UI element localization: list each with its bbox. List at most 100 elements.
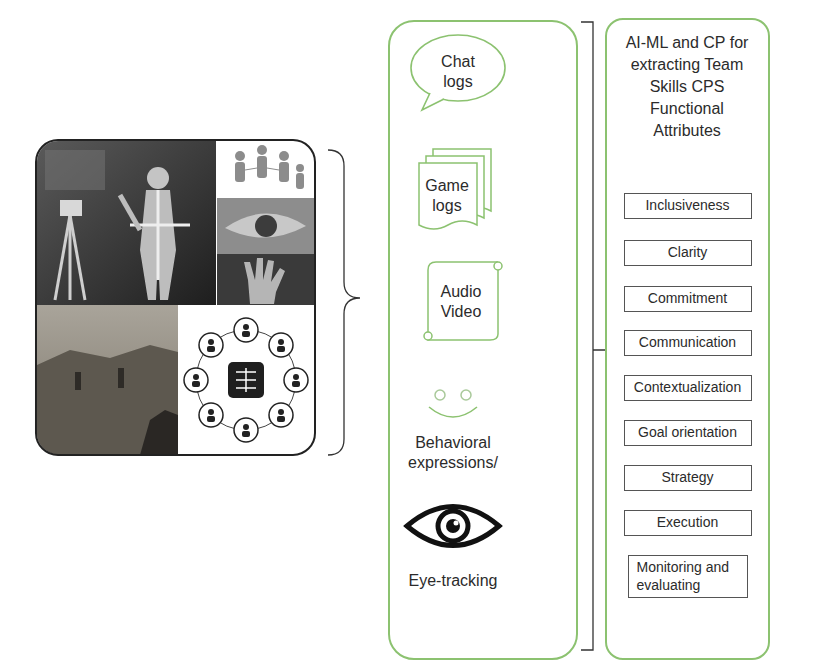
member-figure — [242, 331, 250, 337]
network-icon-ground — [178, 305, 314, 454]
attribute-label: Clarity — [633, 244, 743, 262]
person-icon — [296, 173, 304, 189]
attribute-box: Contextualization — [624, 375, 752, 401]
person-icon — [257, 156, 267, 178]
attribute-box: Strategy — [624, 465, 752, 491]
attribute-box: Communication — [624, 330, 752, 356]
attribute-box: Clarity — [624, 240, 752, 266]
person-icon — [279, 162, 289, 182]
member-figure — [207, 416, 215, 422]
person-icon — [296, 164, 304, 172]
scroll-body — [428, 262, 498, 340]
eye-icon: Eye-tracking — [393, 495, 513, 591]
member-icon — [269, 403, 293, 427]
person-icon — [235, 162, 245, 182]
eye-glint — [454, 521, 459, 526]
source-label: Game logs — [422, 176, 472, 216]
smiley-icon: Behavioral expressions/ — [393, 385, 513, 473]
attribute-box: Execution — [624, 510, 752, 536]
member-figure — [292, 381, 300, 387]
bubble-outline — [408, 32, 508, 112]
document-page — [419, 163, 477, 229]
member-figure — [208, 409, 214, 415]
member-figure — [293, 374, 299, 380]
eye-pupil — [446, 519, 460, 533]
smiley-eye — [435, 390, 445, 400]
game-terrain — [37, 345, 178, 454]
source-label: Chat logs — [430, 52, 486, 92]
people-icon — [235, 145, 304, 189]
smiley-mouth — [429, 407, 477, 417]
hand-shape — [244, 258, 285, 304]
member-figure — [277, 416, 285, 422]
square-bracket — [581, 22, 605, 650]
member-icons — [184, 318, 308, 442]
person-icon — [257, 145, 267, 155]
attribute-box: Goal orientation — [624, 420, 752, 446]
smiley-eye — [461, 390, 471, 400]
attribute-label: Contextualization — [633, 379, 743, 397]
eye-iris — [438, 511, 468, 541]
tripod-leg — [69, 215, 72, 300]
person-arm — [120, 195, 140, 230]
member-icon — [269, 333, 293, 357]
member-icon — [234, 318, 258, 342]
network-ring — [196, 330, 296, 430]
scroll-icon: Audio Video — [418, 256, 504, 348]
depth-image — [37, 141, 216, 305]
eye-photo — [217, 198, 314, 254]
image-collage — [37, 141, 314, 454]
bubble-ellipse — [411, 35, 505, 101]
member-figure — [278, 409, 284, 415]
source-label: Eye-tracking — [398, 571, 508, 591]
attribute-label: Inclusiveness — [633, 197, 743, 215]
chip-icon — [228, 362, 264, 398]
eye-outline — [407, 507, 499, 546]
collage-ground — [37, 141, 314, 454]
panel-heading: AI-ML and CP for extracting Team Skills … — [617, 32, 757, 142]
person-body — [140, 190, 176, 300]
network-line — [267, 168, 279, 170]
member-figure — [243, 324, 249, 330]
person-head — [147, 167, 169, 189]
person-icon — [235, 151, 245, 161]
scroll-curl — [424, 332, 432, 340]
member-figure — [208, 339, 214, 345]
people-icon-ground — [217, 141, 314, 198]
member-figure — [243, 424, 249, 430]
attribute-label: Communication — [633, 334, 743, 352]
member-figure — [207, 346, 215, 352]
tripod-leg — [55, 215, 70, 300]
curly-bracket — [328, 150, 360, 455]
game-soldier — [75, 372, 81, 390]
document-stack: Game logs — [418, 148, 493, 238]
member-icon — [199, 333, 223, 357]
collage-frame — [36, 140, 315, 455]
tripod-leg — [70, 215, 85, 300]
member-icon — [234, 418, 258, 442]
member-figure — [193, 374, 199, 380]
attribute-label: Execution — [633, 514, 743, 532]
member-figure — [278, 339, 284, 345]
member-icon — [199, 403, 223, 427]
bubble-tail — [422, 93, 444, 110]
scroll-curl — [494, 262, 502, 270]
attribute-box: Monitoring and evaluating — [628, 555, 748, 598]
smiley-face — [393, 385, 513, 425]
hand-photo — [217, 254, 314, 305]
skeleton-line — [157, 190, 160, 280]
attribute-label: Strategy — [633, 469, 743, 487]
depth-wall — [45, 150, 105, 190]
member-figure — [277, 346, 285, 352]
game-soldier — [118, 368, 124, 388]
game-weapon — [140, 410, 178, 454]
attribute-box: Inclusiveness — [624, 193, 752, 219]
attributes-panel: InclusivenessClarityCommitmentCommunicat… — [605, 18, 770, 660]
attribute-label: Goal orientation — [633, 424, 743, 442]
camera-head — [60, 200, 82, 216]
network-line — [245, 168, 257, 170]
eye-photo-white — [225, 213, 306, 237]
member-figures — [192, 324, 300, 437]
chip-circuit — [236, 368, 256, 392]
